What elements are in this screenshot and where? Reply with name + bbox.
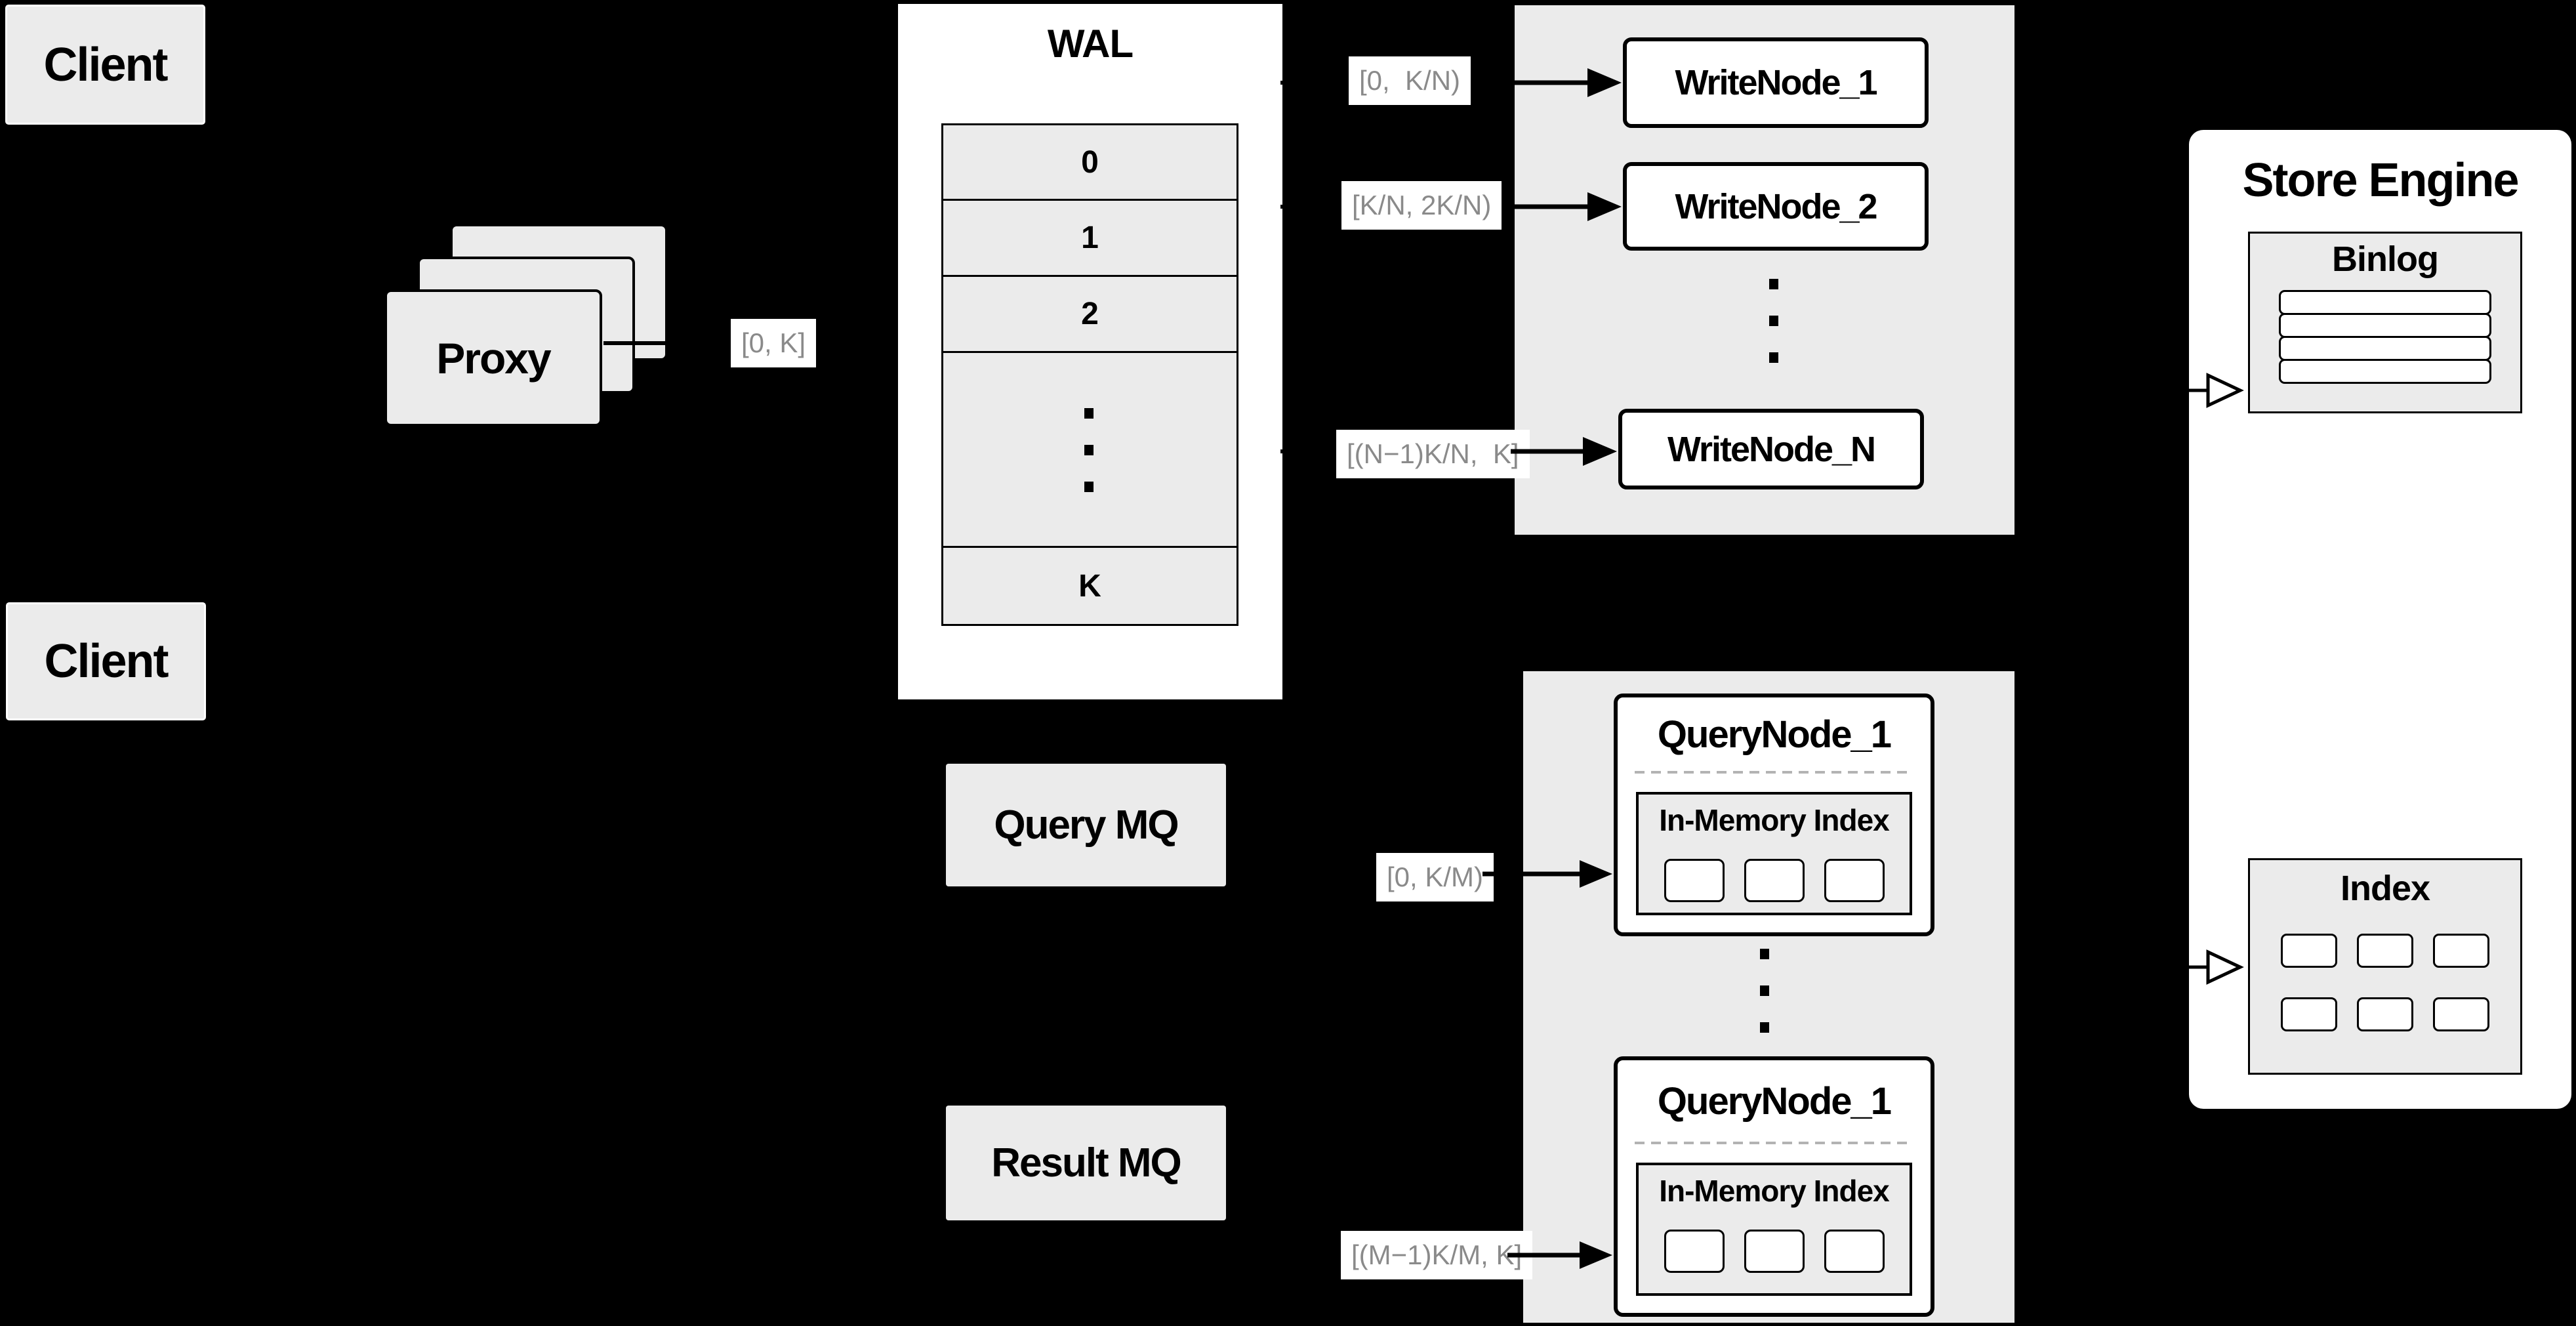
store-engine-panel: Store Engine Binlog Index xyxy=(2189,130,2571,1109)
querynode-top-segments xyxy=(1664,859,1885,902)
binlog-row xyxy=(2279,290,2491,315)
binlog-row xyxy=(2279,336,2491,361)
client-top-label: Client xyxy=(43,38,168,91)
binlog-row xyxy=(2279,313,2491,338)
writenode-2-label: WriteNode_2 xyxy=(1675,186,1877,226)
range-label-writenode-n: [(N−1)K/N, K] xyxy=(1336,430,1530,478)
wal-title: WAL xyxy=(1047,22,1134,66)
index-cell xyxy=(2281,997,2337,1031)
index-cells xyxy=(2250,934,2520,1031)
wal-row-1: 1 xyxy=(943,201,1237,277)
querynode-top-inmemory-label: In-Memory Index xyxy=(1659,803,1890,837)
binlog-box: Binlog xyxy=(2248,232,2522,413)
writenode-vertical-ellipsis-icon: ... xyxy=(1769,279,1778,363)
range-label-querynode-1: [0, K/M) xyxy=(1376,853,1494,901)
index-cell xyxy=(2357,997,2413,1031)
binlog-row xyxy=(2279,359,2491,384)
querynode-vertical-ellipsis-icon: ... xyxy=(1760,949,1769,1033)
range-label-querynode-m: [(M−1)K/M, K] xyxy=(1341,1231,1533,1279)
querynode-top-box: QueryNode_1 In-Memory Index xyxy=(1614,694,1934,936)
client-bottom-label: Client xyxy=(44,635,169,688)
result-mq-label: Result MQ xyxy=(991,1140,1182,1186)
wal-row-2: 2 xyxy=(943,277,1237,353)
client-bottom-box: Client xyxy=(6,602,206,720)
segment-cell xyxy=(1824,1230,1885,1273)
connector-wal-to-labels xyxy=(1280,81,1346,453)
index-cell xyxy=(2433,997,2489,1031)
proxy-card-front: Proxy xyxy=(384,289,602,426)
wal-row-0: 0 xyxy=(943,125,1237,201)
querynode-top-divider xyxy=(1635,771,1913,774)
wal-table: 0 1 2 K xyxy=(941,123,1238,626)
index-title: Index xyxy=(2340,869,2430,908)
wal-row-k: K xyxy=(943,548,1237,624)
wal-panel: WAL 0 1 2 K xyxy=(898,4,1282,699)
querynode-bottom-segments xyxy=(1664,1230,1885,1273)
querynode-bottom-title: QueryNode_1 xyxy=(1657,1079,1892,1123)
writenode-n-box: WriteNode_N xyxy=(1618,409,1924,489)
query-mq-box: Query MQ xyxy=(946,764,1226,886)
binlog-title: Binlog xyxy=(2332,239,2439,279)
segment-cell xyxy=(1744,859,1805,902)
range-label-writenode-1: [0, K/N) xyxy=(1349,56,1471,105)
querynode-bottom-divider xyxy=(1635,1142,1913,1144)
index-cell xyxy=(2433,934,2489,968)
writenode-n-label: WriteNode_N xyxy=(1667,429,1876,469)
segment-cell xyxy=(1664,1230,1725,1273)
range-label-writenode-2: [K/N, 2K/N) xyxy=(1341,181,1502,230)
index-cell xyxy=(2281,934,2337,968)
segment-cell xyxy=(1744,1230,1805,1273)
querynode-bottom-inmemory-label: In-Memory Index xyxy=(1659,1174,1890,1208)
writenode-1-label: WriteNode_1 xyxy=(1675,63,1877,102)
querynode-bottom-box: QueryNode_1 In-Memory Index xyxy=(1614,1056,1934,1317)
querynode-bottom-inmemory-box: In-Memory Index xyxy=(1636,1163,1912,1296)
index-box: Index xyxy=(2248,858,2522,1075)
segment-cell xyxy=(1824,859,1885,902)
result-mq-box: Result MQ xyxy=(946,1106,1226,1220)
index-cell xyxy=(2357,934,2413,968)
binlog-rows xyxy=(2250,290,2520,384)
writenode-2-box: WriteNode_2 xyxy=(1623,162,1929,251)
connector-mq-to-labels xyxy=(1228,872,1374,1257)
wal-vertical-ellipsis-icon: ... xyxy=(1084,408,1094,492)
segment-cell xyxy=(1664,859,1725,902)
range-label-proxy: [0, K] xyxy=(731,319,817,367)
proxy-label: Proxy xyxy=(436,333,551,383)
query-mq-label: Query MQ xyxy=(994,802,1179,848)
querynode-top-inmemory-box: In-Memory Index xyxy=(1636,792,1912,915)
querynode-top-title: QueryNode_1 xyxy=(1657,713,1892,756)
writenode-1-box: WriteNode_1 xyxy=(1623,37,1929,128)
store-engine-title: Store Engine xyxy=(2242,154,2519,207)
client-top-box: Client xyxy=(5,5,205,125)
